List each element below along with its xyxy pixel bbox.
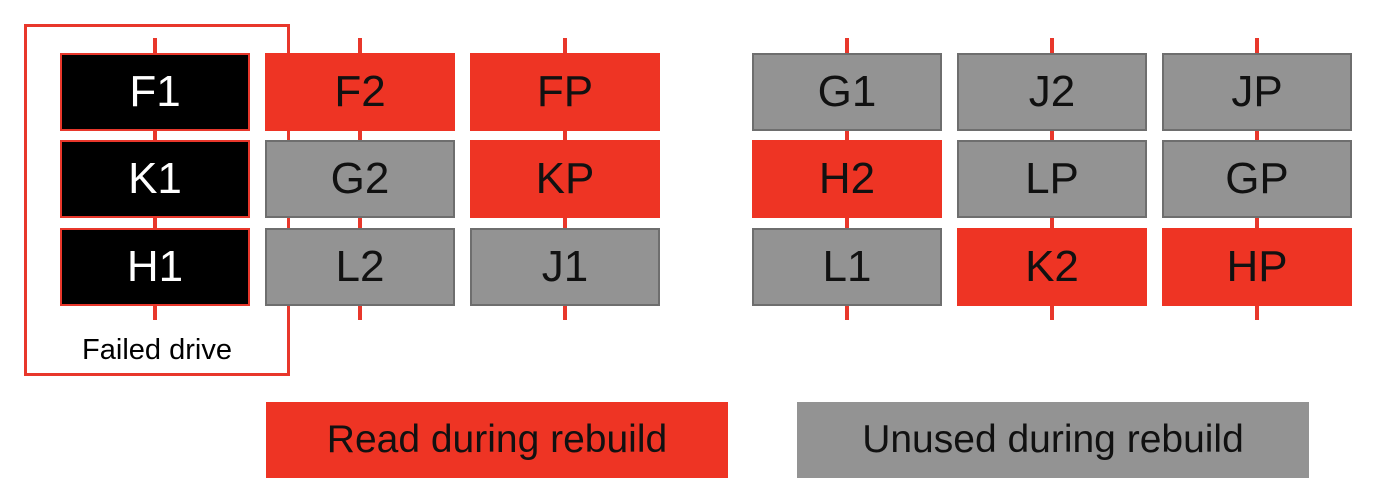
stripe-block-j1: J1 (470, 228, 660, 306)
stripe-block-h1: H1 (60, 228, 250, 306)
legend-unused-during-rebuild: Unused during rebuild (797, 402, 1309, 478)
stripe-block-kp: KP (470, 140, 660, 218)
stripe-block-jp: JP (1162, 53, 1352, 131)
stripe-block-lp: LP (957, 140, 1147, 218)
stripe-block-j2: J2 (957, 53, 1147, 131)
stripe-block-k2: K2 (957, 228, 1147, 306)
legend-read-during-rebuild: Read during rebuild (266, 402, 728, 478)
stripe-block-fp: FP (470, 53, 660, 131)
stripe-block-f1: F1 (60, 53, 250, 131)
failed-drive-label: Failed drive (82, 334, 232, 366)
stripe-block-l1: L1 (752, 228, 942, 306)
stripe-block-f2: F2 (265, 53, 455, 131)
stripe-block-hp: HP (1162, 228, 1352, 306)
stripe-block-g1: G1 (752, 53, 942, 131)
stripe-block-l2: L2 (265, 228, 455, 306)
stripe-block-g2: G2 (265, 140, 455, 218)
stripe-block-gp: GP (1162, 140, 1352, 218)
stripe-block-h2: H2 (752, 140, 942, 218)
stripe-block-k1: K1 (60, 140, 250, 218)
